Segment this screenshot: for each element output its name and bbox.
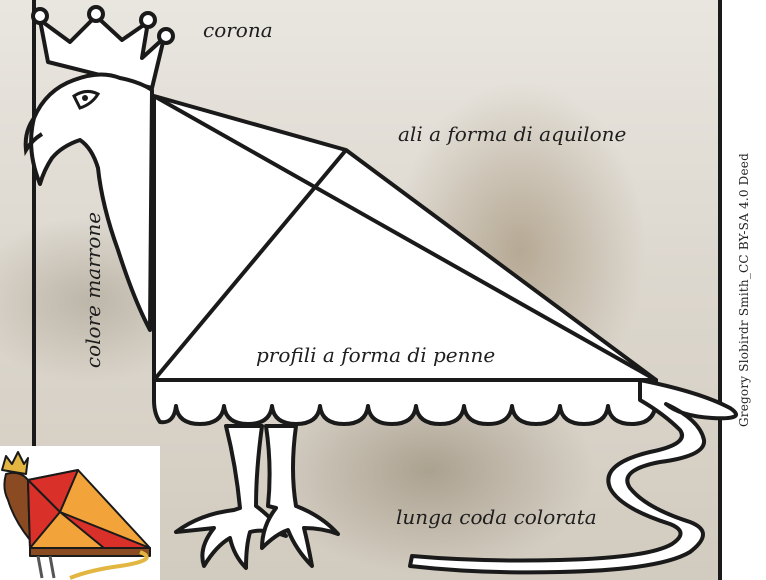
eagle-legs [174,424,340,570]
label-ali: ali a forma di aquilone [398,122,627,146]
label-profili: profili a forma di penne [256,343,496,367]
label-colore: colore marrone [81,211,105,369]
colored-eagle-thumbnail [0,446,160,580]
eagle-body-outline [29,72,154,332]
credit-strip [722,0,766,580]
photo-credit: Gregory Slobirdr Smith_CC BY-SA 4.0 Deed [737,153,751,427]
label-coda: lunga coda colorata [396,505,597,529]
eagle-pupil [82,95,88,101]
eagle-beak [23,116,44,157]
feather-scallops [152,378,658,426]
long-tail [408,378,738,575]
crown-icon [31,5,175,90]
label-corona: corona [203,18,273,42]
